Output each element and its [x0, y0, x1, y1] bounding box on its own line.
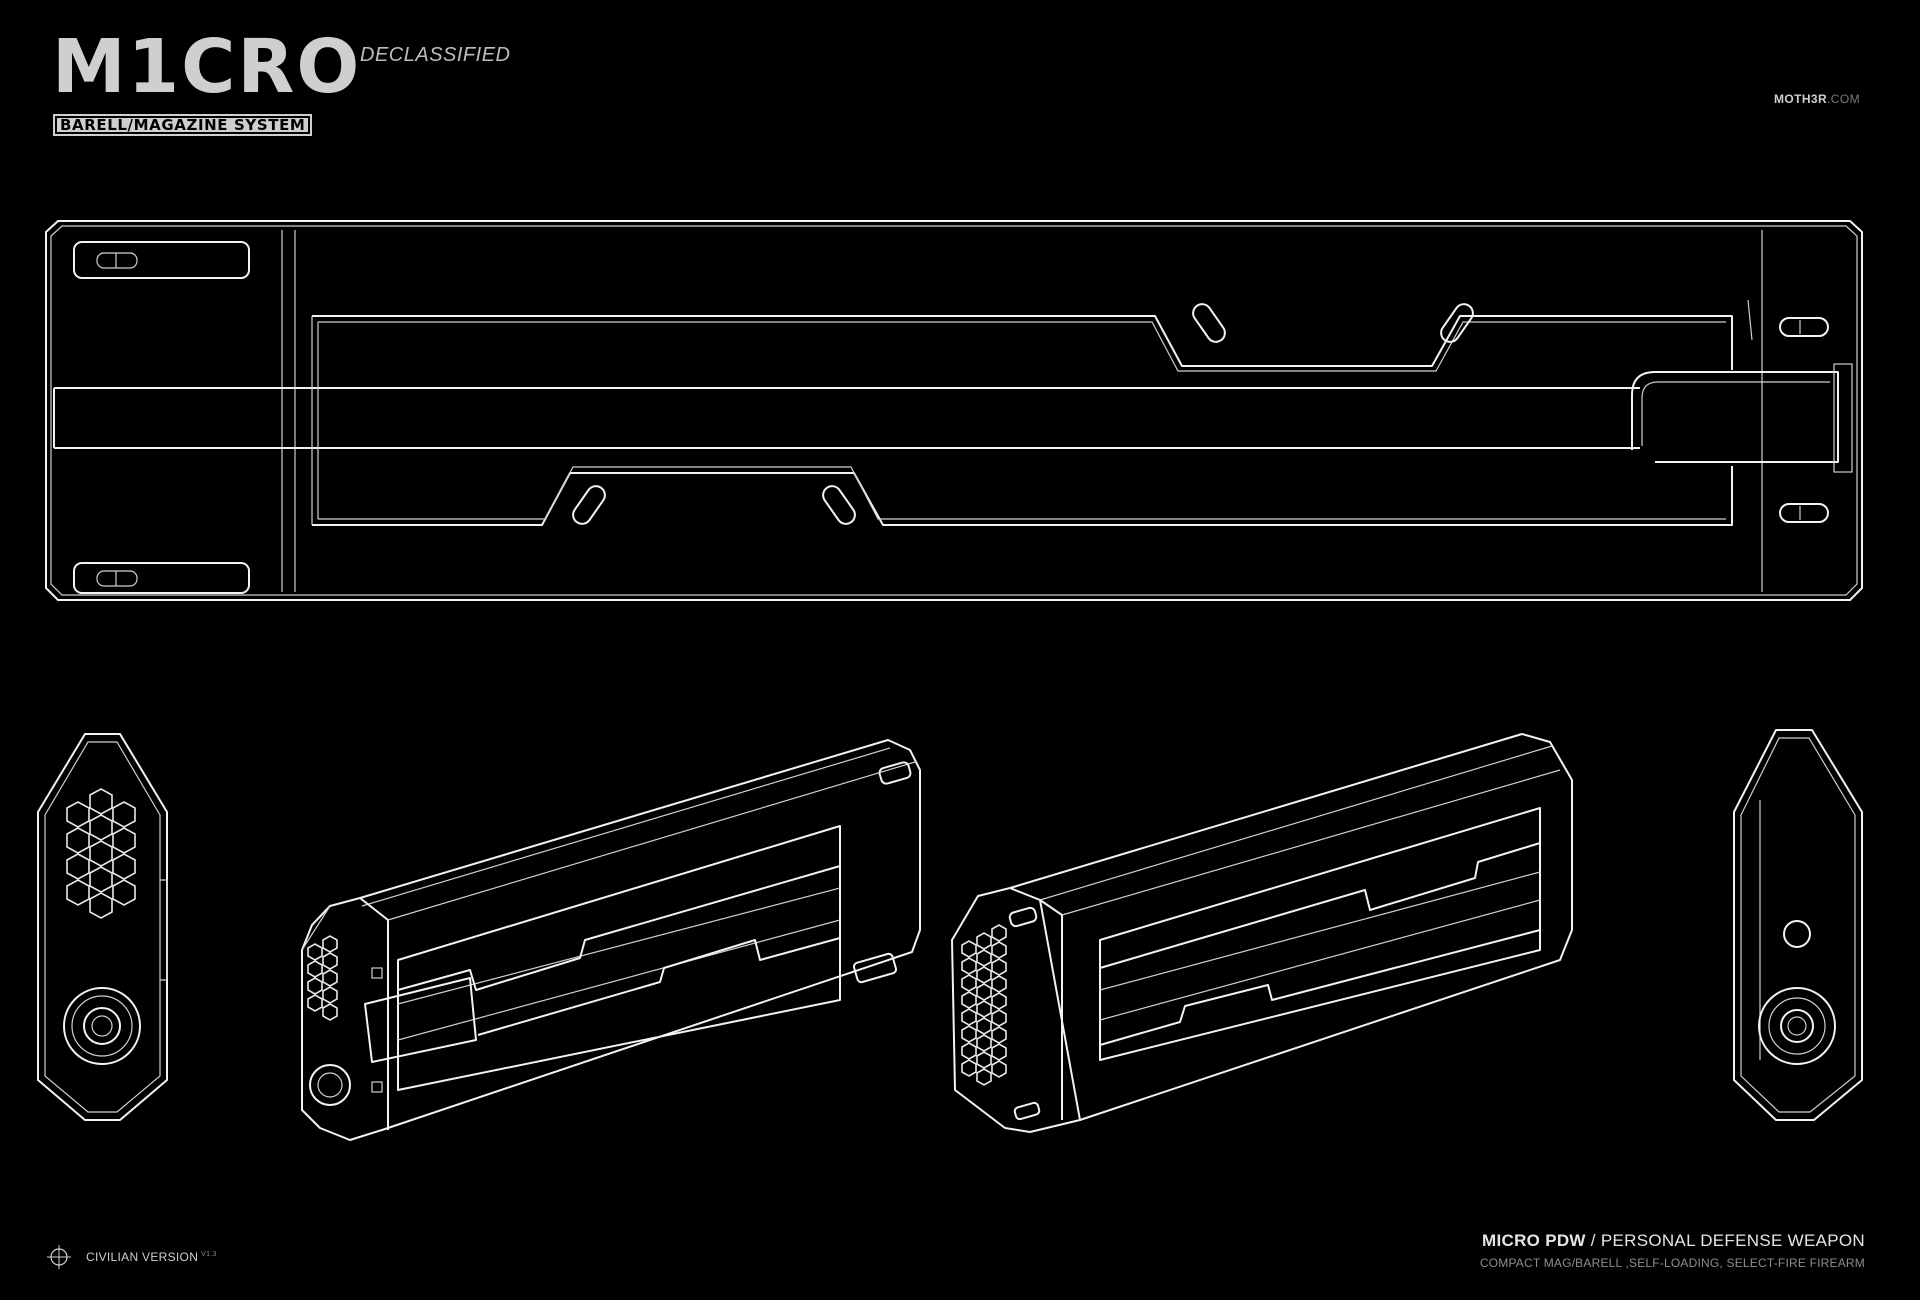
magazine-side-view	[45, 220, 1863, 601]
magazine-perspective-left	[301, 739, 921, 1141]
edition-version: V1.3	[201, 1251, 217, 1258]
site-domain: .COM	[1827, 92, 1860, 106]
product-caption: MICRO PDW / PERSONAL DEFENSE WEAPON COMP…	[1480, 1231, 1865, 1270]
system-badge: BARELL/MAGAZINE SYSTEM	[53, 114, 313, 136]
page-title: M1CRO	[52, 24, 362, 110]
classification-label: DECLASSIFIED	[360, 44, 511, 66]
site-link[interactable]: MOTH3R.COM	[1774, 92, 1860, 106]
site-name: MOTH3R	[1773, 92, 1828, 106]
edition-text: CIVILIAN VERSION	[86, 1250, 199, 1264]
crosshair-icon	[47, 1245, 71, 1269]
magazine-rear-end-view	[1733, 729, 1863, 1121]
product-name: MICRO PDW	[1482, 1231, 1586, 1250]
product-type: / PERSONAL DEFENSE WEAPON	[1585, 1231, 1865, 1250]
magazine-front-end-view	[37, 733, 168, 1121]
magazine-perspective-right	[951, 733, 1573, 1133]
product-description: COMPACT MAG/BARELL ,SELF-LOADING, SELECT…	[1479, 1256, 1865, 1270]
